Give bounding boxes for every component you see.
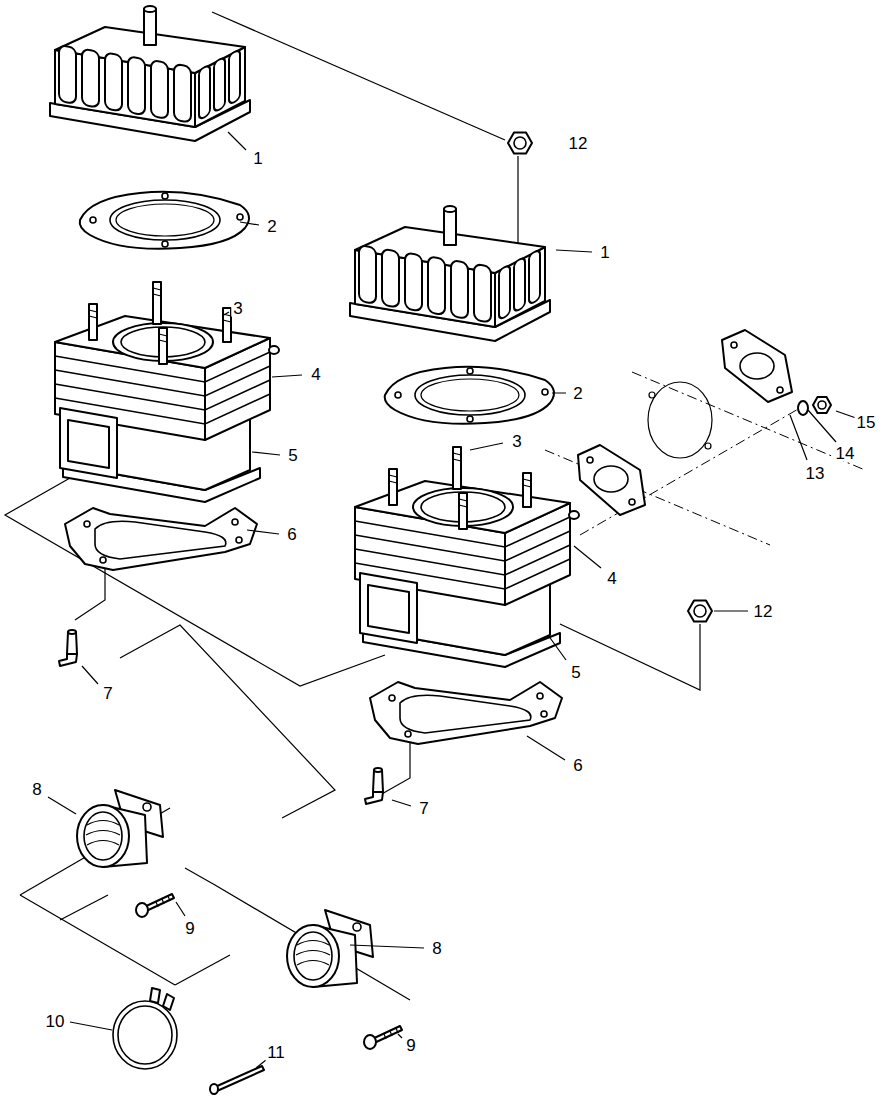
callout-number: 2 — [571, 385, 584, 402]
drawing-line — [818, 401, 826, 409]
intake-boot — [77, 790, 163, 867]
drawing-line — [594, 466, 628, 492]
callout-number: 8 — [30, 781, 43, 798]
drawing-line — [578, 445, 645, 515]
drawing-line — [798, 401, 808, 415]
callout-number: 6 — [571, 757, 584, 774]
callout-number: 3 — [231, 300, 244, 317]
callout-number: 4 — [309, 366, 322, 383]
callout-number: 7 — [417, 800, 430, 817]
drawing-line — [587, 457, 593, 463]
cylinder — [55, 282, 279, 502]
callout-number: 14 — [834, 445, 857, 462]
drawing-line — [185, 868, 215, 885]
base-gasket — [370, 682, 562, 744]
callout-number: 9 — [183, 920, 196, 937]
fitting — [59, 630, 77, 666]
intake-boot — [287, 910, 373, 987]
callout-number: 6 — [285, 526, 298, 543]
drawing-line — [777, 387, 783, 393]
fitting — [365, 768, 383, 804]
bolt — [364, 1026, 402, 1049]
callout-number: 15 — [855, 414, 878, 431]
drawing-line — [210, 1084, 218, 1094]
bolt — [136, 894, 174, 917]
cylinder-head — [350, 206, 550, 341]
callout-number: 5 — [286, 447, 299, 464]
drawing-line — [731, 342, 737, 348]
callout-number: 3 — [510, 433, 523, 450]
drawing-line — [517, 156, 518, 248]
drawing-line — [60, 895, 108, 920]
drawing-line — [212, 12, 505, 140]
drawing-line — [20, 885, 410, 1000]
drawing-line — [150, 988, 160, 1003]
drawing-line — [120, 625, 335, 818]
drawing-line — [722, 330, 792, 402]
drawing-line — [813, 397, 831, 413]
callout-number: 12 — [752, 603, 775, 620]
drawing-line — [649, 392, 655, 398]
nut — [508, 133, 532, 154]
drawing-line — [813, 397, 831, 413]
callout-number: 11 — [265, 1044, 287, 1061]
drawing-line — [705, 443, 711, 449]
callout-number: 8 — [430, 940, 443, 957]
drawing-line — [175, 955, 230, 985]
callout-number: 12 — [567, 135, 590, 152]
callout-number: 9 — [404, 1037, 417, 1054]
callout-number: 4 — [605, 570, 618, 587]
callout-number: 1 — [251, 150, 264, 167]
base-gasket — [65, 508, 257, 570]
drawing-line — [629, 499, 635, 505]
cylinder — [355, 447, 579, 667]
callout-number: 10 — [44, 1013, 67, 1030]
drawing-line — [560, 624, 700, 690]
callout-number: 7 — [101, 685, 114, 702]
drawing-line — [48, 132, 856, 1068]
drawing-line — [215, 1066, 264, 1091]
drawing-line — [648, 382, 712, 458]
drawing-line — [118, 1006, 172, 1064]
drawing-line — [5, 478, 385, 686]
drawing-line — [113, 1001, 177, 1069]
callout-number: 5 — [569, 664, 582, 681]
nut — [688, 601, 712, 622]
drawing-line — [163, 994, 174, 1010]
callout-number: 2 — [265, 218, 278, 235]
callout-number: 13 — [804, 465, 827, 482]
head-gasket — [80, 192, 249, 249]
cylinder-head — [50, 6, 250, 141]
callout-number: 1 — [598, 244, 611, 261]
drawing-line — [740, 353, 774, 379]
head-gasket — [385, 367, 554, 424]
